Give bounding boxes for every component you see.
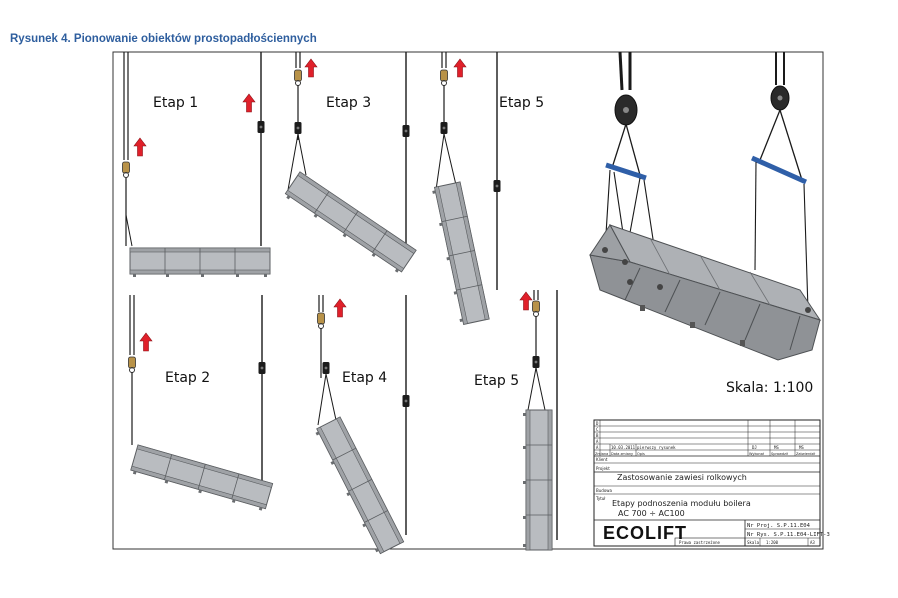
stage-label-5b: Etap 5 (474, 373, 519, 389)
rev-row-date: 10.03.2011 (611, 445, 636, 450)
stage-label-5a: Etap 5 (499, 95, 544, 111)
drawing-frame (112, 51, 824, 550)
projekt-label: Projekt (596, 466, 610, 471)
rights-note: Prawa zastrzeżone (679, 540, 721, 545)
stage-5a-drawing (431, 52, 501, 326)
format-value: A3 (810, 540, 815, 545)
rev-row-sign3: MS (799, 445, 804, 450)
skala-label: Skala (747, 540, 760, 545)
stage-label-4: Etap 4 (342, 370, 387, 386)
rev-row-rev: A (596, 445, 599, 450)
rev-header-zatwierdzil: Zatwierdził (796, 452, 815, 456)
rev-row-sign1: DJ (752, 445, 757, 450)
title-block: D C B A A 10.03.2011 pierwszy rysunek DJ… (593, 419, 830, 547)
rev-header-opis: Opis (637, 452, 645, 456)
rev-row-desc: pierwszy rysunek (637, 445, 676, 450)
tytul-label: Tytuł (595, 496, 606, 501)
klient-label: Klient (596, 457, 608, 462)
rev-letter-d: D (596, 421, 599, 426)
rev-header-wykonal: Wykonał (749, 452, 764, 456)
budowa-label: Budowa (596, 488, 613, 493)
stage-5b-drawing (519, 290, 558, 551)
rev-letter-a: A (596, 439, 599, 444)
stage-label-1: Etap 1 (153, 95, 198, 111)
scale-label: Skala: 1:100 (726, 380, 813, 396)
skala-value: 1:200 (766, 540, 779, 545)
rev-header-sprawdzil: Sprawdził (771, 452, 788, 456)
stage-label-3: Etap 3 (326, 95, 371, 111)
project-number: Nr Proj. S.P.11.E04 (747, 523, 811, 529)
rev-letter-c: C (596, 427, 599, 432)
stage-label-2: Etap 2 (165, 370, 210, 386)
figure-caption: Rysunek 4. Pionowanie obiektów prostopad… (10, 33, 317, 45)
projekt-value: Zastosowanie zawiesi rolkowych (617, 473, 747, 482)
perspective-view (589, 51, 822, 361)
rev-letter-b: B (596, 433, 599, 438)
tytul-line-1: Etapy podnoszenia modułu boilera (612, 499, 751, 508)
tytul-line-2: AC 700 ÷ AC100 (618, 509, 685, 518)
stage-3-drawing (283, 52, 417, 275)
rev-header-data: Data zmiany (611, 452, 633, 456)
ecolift-logo: ECOLIFT (603, 523, 687, 543)
rev-header-zmiana: Zmiana (595, 452, 608, 456)
drawing-number: Nr Rys. S.P.11.E04-LIFT-3 (747, 532, 830, 538)
stage-1-drawing (122, 52, 271, 278)
rev-row-sign2: MS (774, 445, 779, 450)
stage-4-drawing (313, 295, 410, 556)
stage-2-drawing (128, 295, 274, 512)
